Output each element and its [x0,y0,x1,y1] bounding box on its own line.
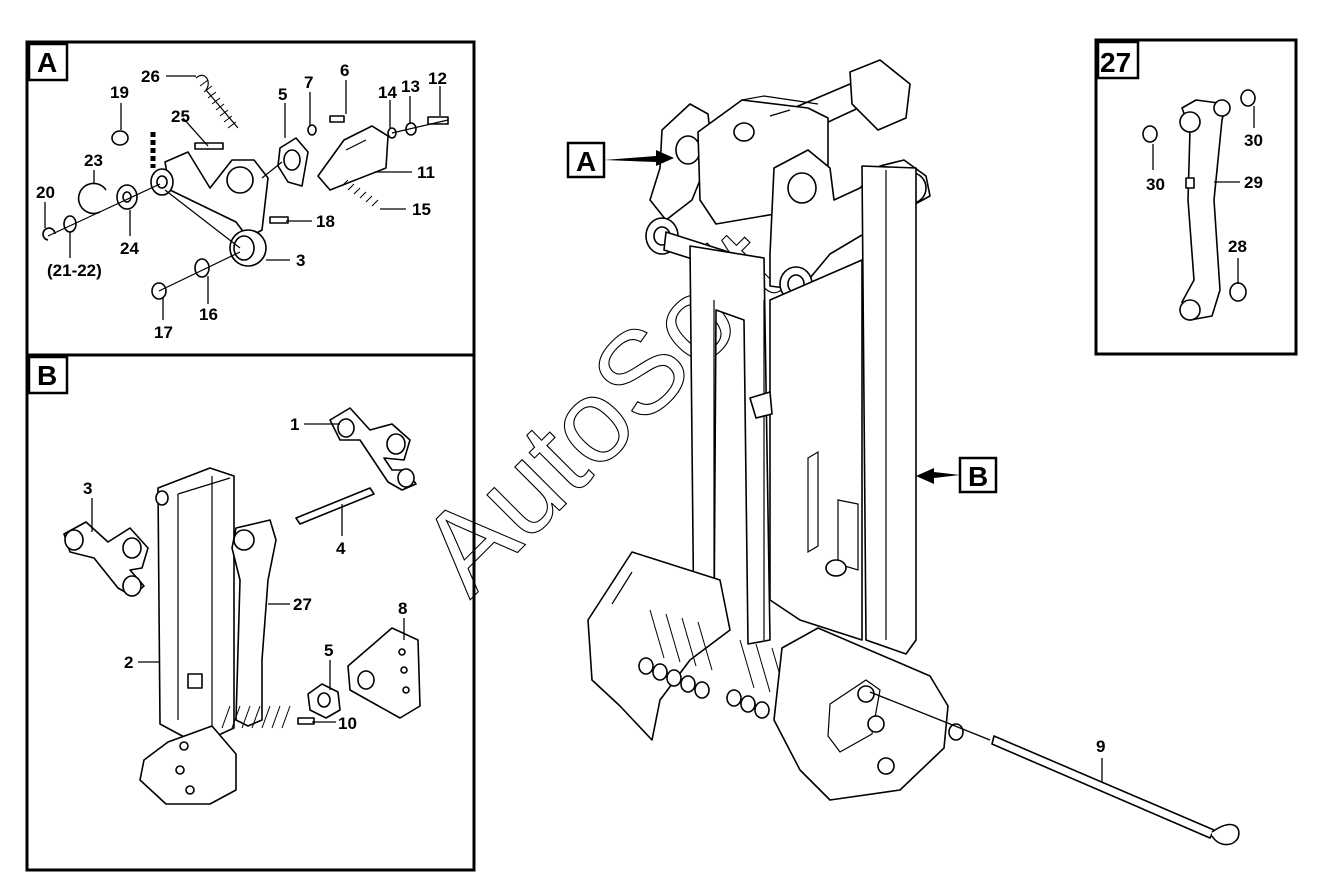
callout-b-5: 5 [324,641,333,660]
main-tag-b-label: B [968,461,988,492]
arm-29-icon [1181,99,1227,321]
callout-d-30b: 30 [1244,131,1263,150]
callout-a-16: 16 [199,305,218,324]
hinge-knuckles-icon [638,657,770,719]
callout-b-27: 27 [293,595,312,614]
callout-d-28: 28 [1228,237,1247,256]
callout-b-4: 4 [336,539,346,558]
panel-27-frame [1094,38,1298,356]
callout-a-5: 5 [278,85,287,104]
tall-frame-right-icon [861,165,917,655]
callout-a-21-22: (21-22) [47,261,102,280]
bolt-10-icon [297,717,315,725]
panel-b: B [25,353,476,872]
callout-b-10: 10 [338,714,357,733]
pin-18-icon [269,216,289,224]
callout-a-14: 14 [378,83,397,102]
callout-b-3: 3 [83,479,92,498]
panel-27-tag [1096,40,1140,80]
arrow-b-icon [916,468,960,484]
bushing-30a-icon [1142,125,1158,143]
callout-a-15: 15 [412,200,431,219]
clip-20-icon [42,227,56,241]
plate-8-icon [347,627,421,719]
main-tag-a [566,141,606,179]
plate-11-icon [317,125,389,191]
callout-a-24: 24 [120,239,139,258]
callout-a-3: 3 [296,251,305,270]
callout-a-13: 13 [401,77,420,96]
lower-right-block-icon [773,627,949,801]
link-bracket-icon [164,151,269,239]
callout-a-6: 6 [340,61,349,80]
panel-detail-27: 27 30 30 29 28 [1094,38,1298,356]
base-block-icon [139,725,237,805]
panel-b-label: B [37,360,57,391]
panel-a-label: A [37,47,57,78]
bushing-30b-icon [1240,89,1256,107]
callout-a-25: 25 [171,107,190,126]
callout-a-12: 12 [428,69,447,88]
callout-a-23: 23 [84,151,103,170]
panel-a-tag [27,42,69,82]
callout-b-2: 2 [124,653,133,672]
nut-19-icon [111,130,129,146]
spring-26-icon [195,74,239,129]
panel-27-label: 27 [1100,47,1131,78]
callout-b-1: 1 [290,415,299,434]
callout-a-19: 19 [110,83,129,102]
callout-a-18: 18 [316,212,335,231]
panel-b-tag [27,355,69,395]
bolt-6-icon [329,115,345,123]
snap-ring-23-icon [77,182,107,215]
callout-b-8: 8 [398,599,407,618]
bushing-28-icon [1229,282,1247,302]
top-bracket-icon [849,59,911,131]
arrow-a-icon [604,150,674,166]
callout-d-29: 29 [1244,173,1263,192]
callout-a-11: 11 [417,163,435,182]
shaft-4-icon [295,487,375,525]
callout-a-26: 26 [141,67,160,86]
callout-a-17: 17 [154,323,173,342]
pin-9-icon [991,735,1215,839]
panel-b-frame [25,353,476,872]
pin-25-icon [194,142,224,150]
main-tag-a-label: A [576,146,596,177]
lower-left-block-icon [587,551,731,741]
callout-d-30a: 30 [1146,175,1165,194]
side-plate-icon [769,259,863,641]
callout-m-9: 9 [1096,737,1105,756]
main-assembly: 9 A B [566,59,1240,846]
panel-a: A [25,40,476,357]
callout-a-20: 20 [36,183,55,202]
arm-27-icon [231,519,277,727]
frame-2-icon [157,467,235,739]
callout-a-7: 7 [304,73,313,92]
